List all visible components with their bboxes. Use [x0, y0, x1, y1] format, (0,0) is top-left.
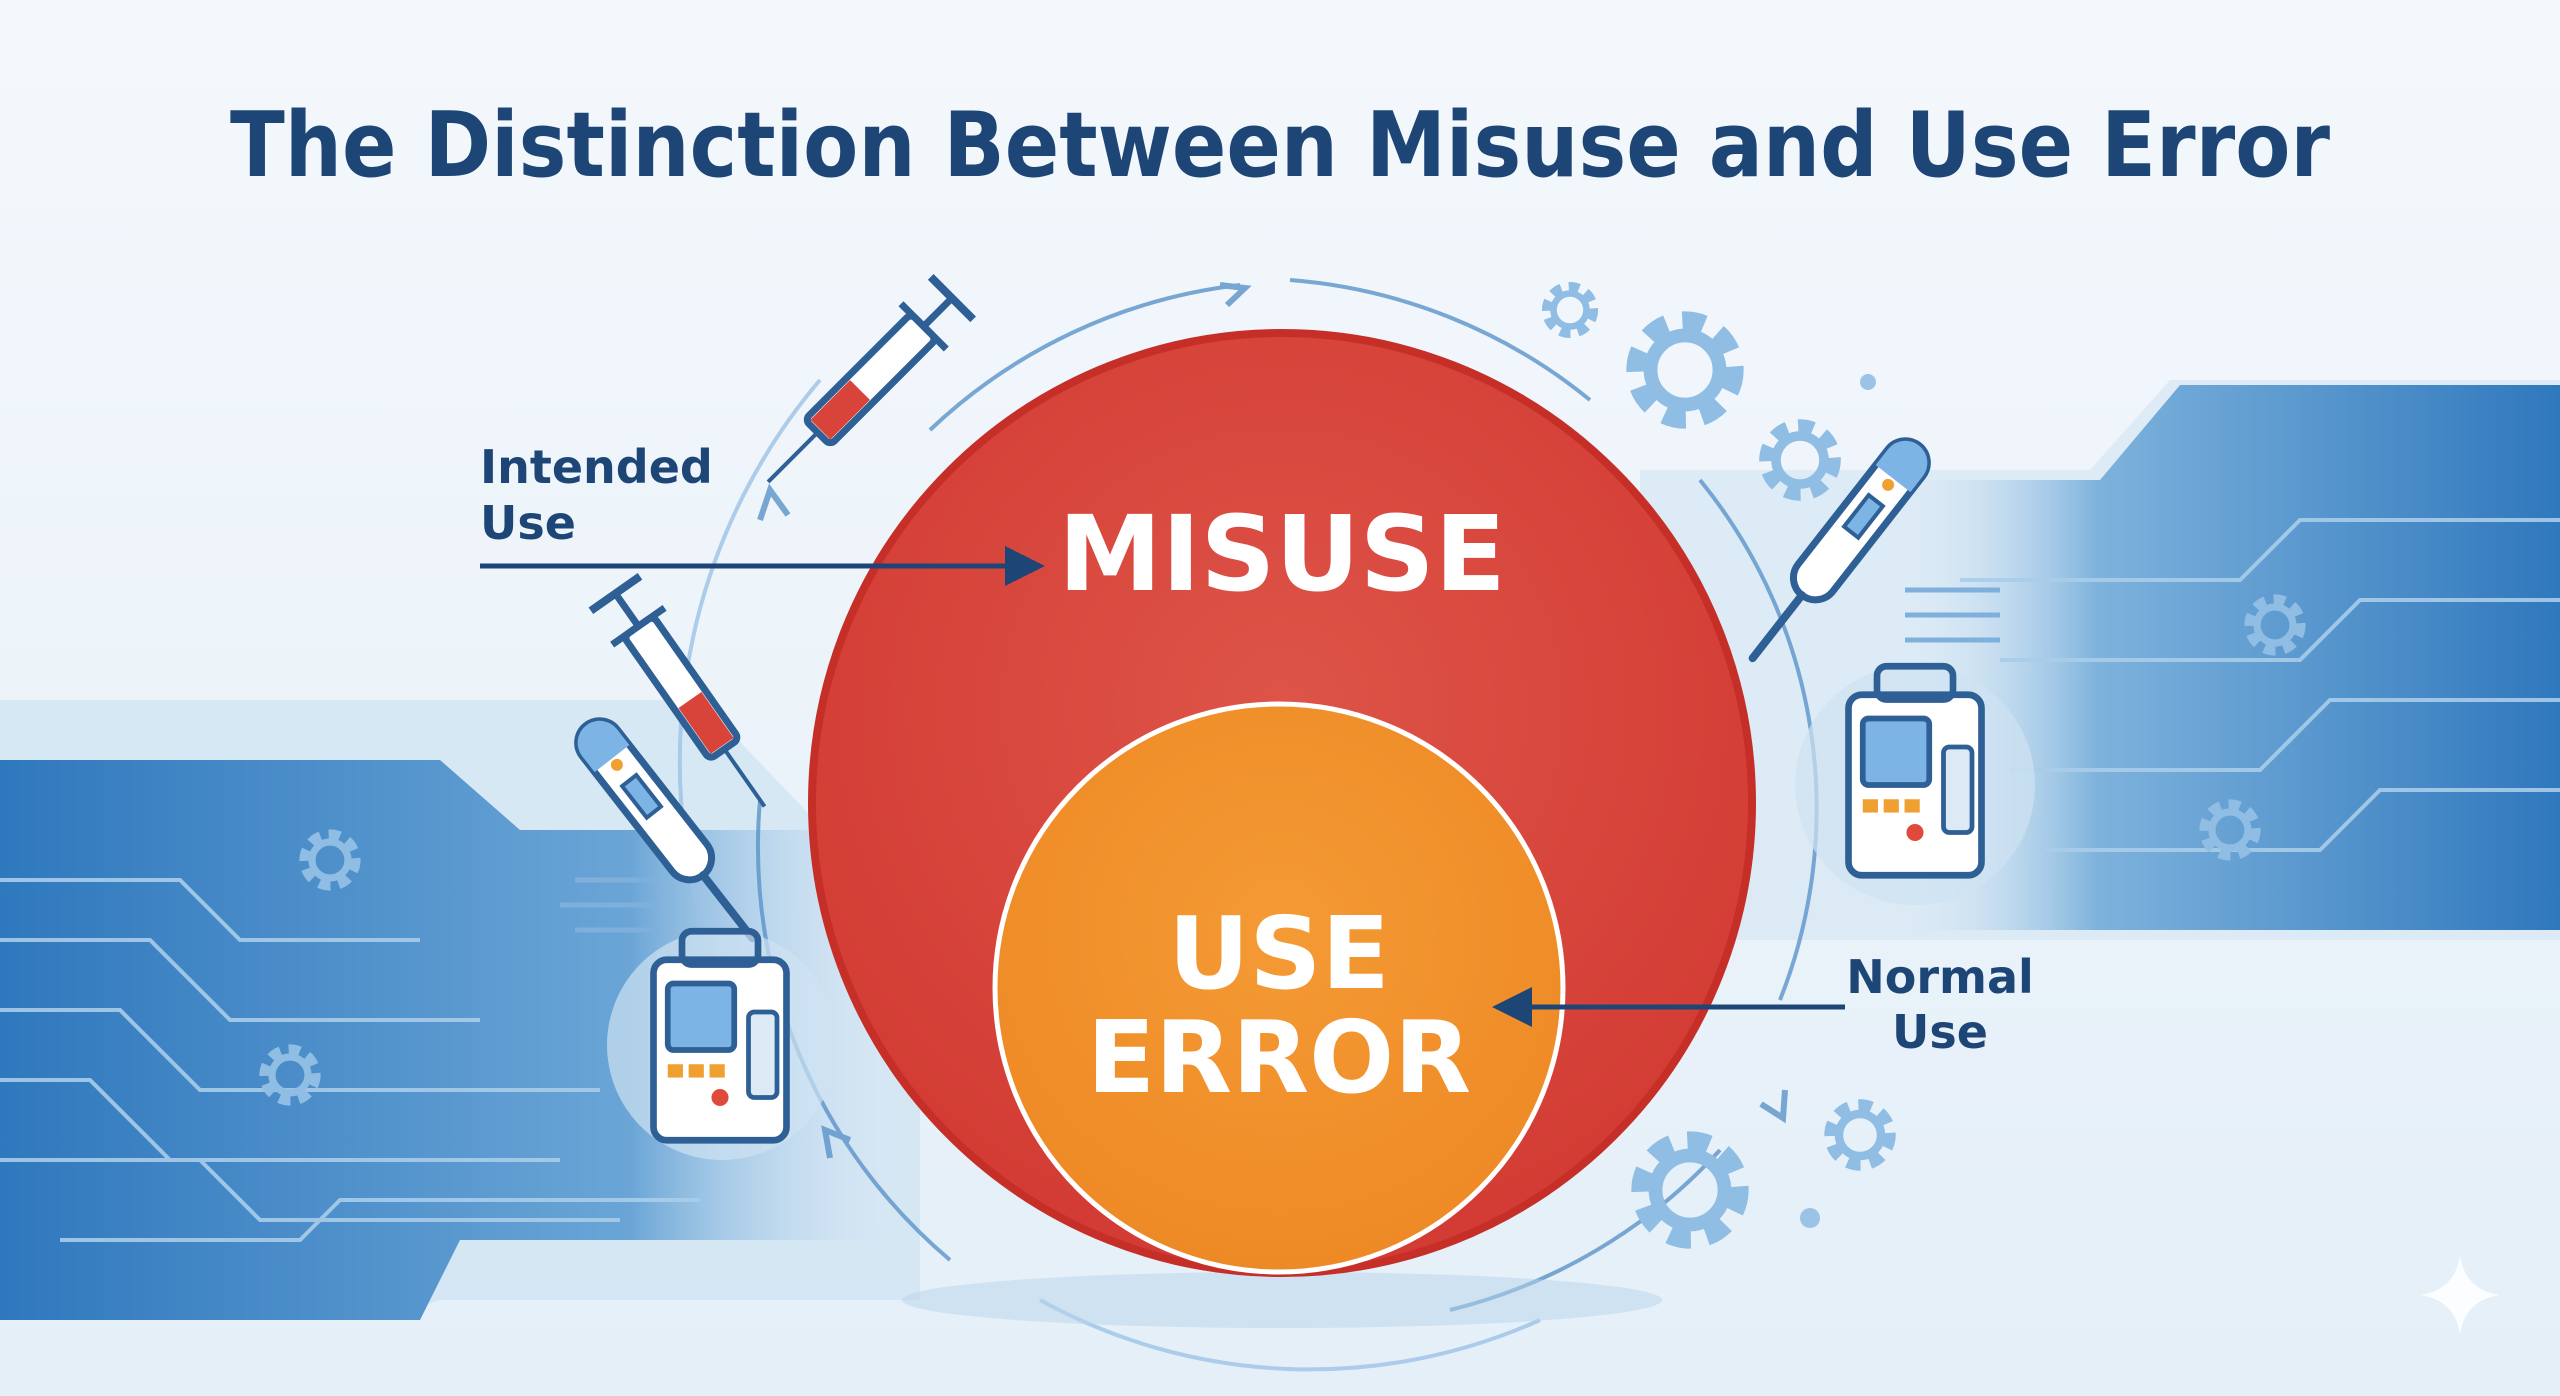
infusion-pump-icon: [654, 931, 787, 1140]
misuse-label: MISUSE: [1058, 493, 1505, 615]
normal-use-label-line1: Normal: [1846, 950, 2034, 1004]
cycle-arcs: [677, 278, 1819, 1372]
infusion-pump-icon: [1849, 666, 1982, 875]
use-error-circle: [992, 701, 1566, 1275]
use-error-label-line2: ERROR: [1087, 999, 1471, 1116]
intended-use-arrow: [480, 546, 1045, 586]
intended-use-label-line2: Use: [480, 496, 576, 550]
normal-use-arrow: [1492, 987, 1845, 1027]
intended-use-label-line1: Intended: [480, 440, 713, 494]
speed-lines: [560, 587, 2000, 933]
use-error-label-line1: USE: [1168, 895, 1390, 1012]
normal-use-label-line2: Use: [1892, 1005, 1988, 1059]
gear-icons: [1548, 288, 1888, 1236]
page-title: The Distinction Between Misuse and Use E…: [230, 93, 2331, 198]
sparkle-icon: [2420, 1255, 2500, 1335]
